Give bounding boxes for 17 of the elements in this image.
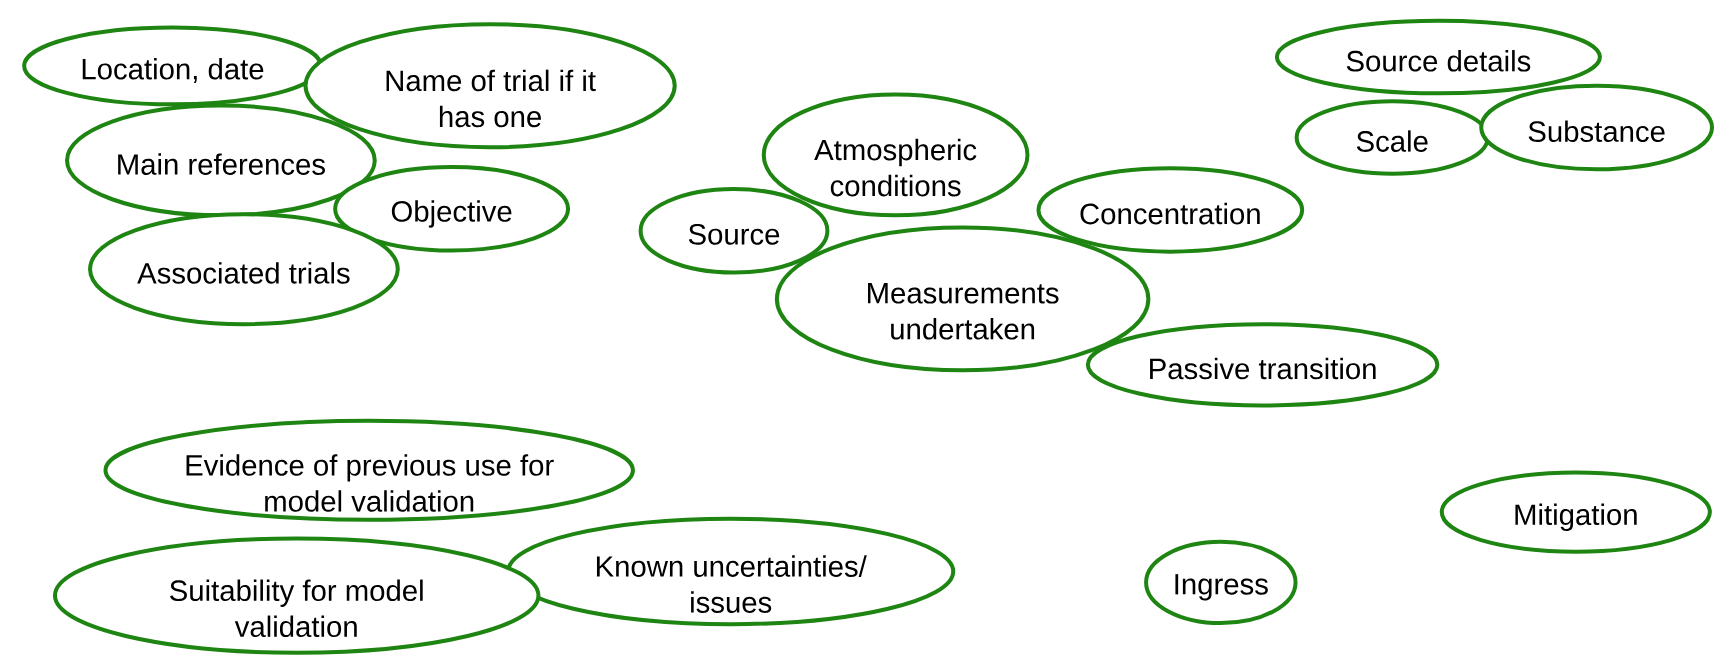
ellipse-node: Concentration (1036, 166, 1305, 254)
ellipse-node: Name of trial if it has one (303, 22, 677, 150)
ellipse-node: Evidence of previous use for model validation (103, 418, 635, 522)
ellipse-node: Suitability for model validation (52, 536, 541, 655)
node-label: Suitability for model validation (170, 579, 423, 638)
ellipse-node: Ingress (1144, 539, 1298, 626)
ellipse-node: Objective (333, 165, 571, 253)
ellipse-node: Scale (1294, 99, 1490, 176)
ellipse-node: Main references (65, 103, 377, 218)
ellipse-node: Substance (1479, 83, 1714, 172)
node-label: Substance (1528, 120, 1665, 142)
ellipse-node: Known uncertainties/ issues (506, 516, 956, 627)
ellipse-node: Source (638, 187, 830, 275)
ellipse-node: Passive transition (1085, 322, 1440, 408)
ellipse-node: Location, date (22, 25, 323, 107)
ellipse-node: Source details (1274, 18, 1602, 96)
ellipse-node: Mitigation (1439, 470, 1712, 554)
